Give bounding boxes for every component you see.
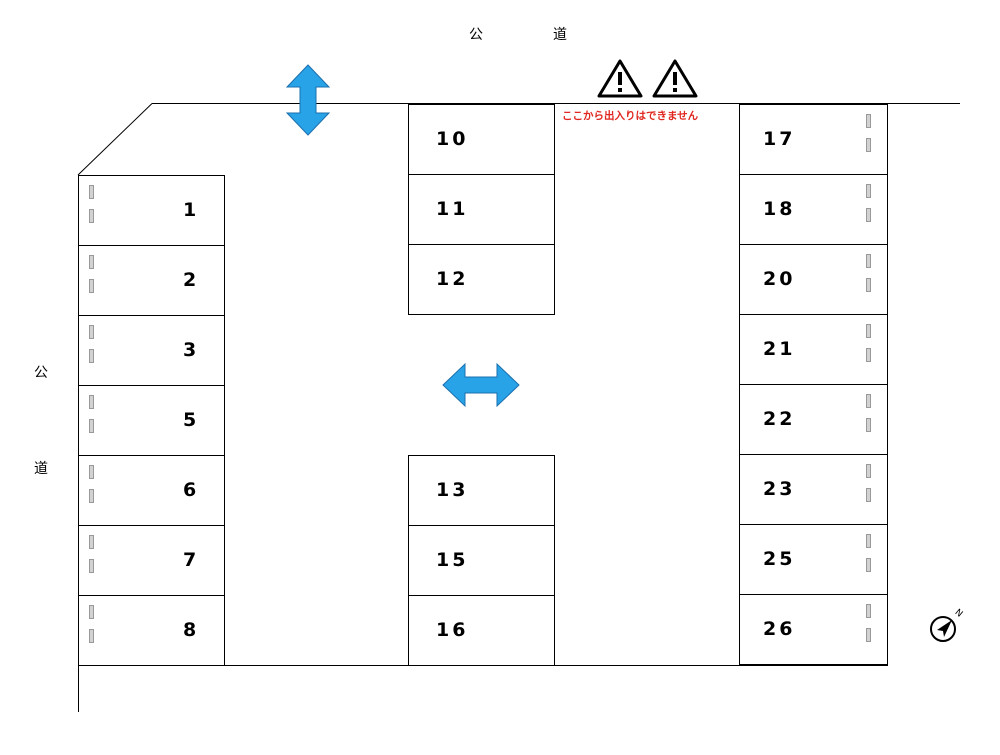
parking-space: 7 (78, 525, 225, 596)
wheel-stop (89, 325, 94, 339)
road-label-left-2: 道 (34, 461, 48, 477)
wheel-stop (866, 184, 871, 198)
wheel-stop (866, 628, 871, 642)
parking-space: 5 (78, 385, 225, 456)
parking-space: 17 (739, 104, 888, 175)
wheel-stop (89, 605, 94, 619)
warning-icon (597, 59, 643, 98)
wheel-stop (866, 418, 871, 432)
wheel-stop (89, 279, 94, 293)
road-label-left-1: 公 (34, 365, 48, 381)
compass-icon: N (930, 608, 965, 642)
parking-space: 11 (408, 174, 555, 245)
traffic-horizontal-arrow-icon (442, 362, 520, 408)
parking-space-number: 5 (183, 408, 200, 431)
parking-space-number: 1 (183, 198, 200, 221)
wheel-stop (866, 488, 871, 502)
wheel-stop (866, 534, 871, 548)
wheel-stop (866, 558, 871, 572)
parking-space: 8 (78, 595, 225, 666)
wheel-stop (89, 629, 94, 643)
parking-space: 16 (408, 595, 555, 666)
wheel-stop (89, 465, 94, 479)
wheel-stop (89, 255, 94, 269)
compass-north-label: N (953, 608, 965, 620)
parking-space: 3 (78, 315, 225, 386)
parking-space-number: 8 (183, 618, 200, 641)
parking-space-number: 13 (436, 478, 469, 501)
wheel-stop (89, 419, 94, 433)
entrance-vertical-arrow-icon (285, 64, 331, 136)
parking-space-number: 25 (763, 547, 796, 570)
parking-space: 2 (78, 245, 225, 316)
parking-space: 18 (739, 174, 888, 245)
parking-space-number: 6 (183, 478, 200, 501)
parking-space-number: 22 (763, 407, 796, 430)
parking-space-number: 10 (436, 127, 469, 150)
wheel-stop (866, 394, 871, 408)
parking-space-number: 11 (436, 197, 469, 220)
parking-space: 10 (408, 104, 555, 175)
parking-space-number: 2 (183, 268, 200, 291)
parking-space-number: 16 (436, 618, 469, 641)
road-label-top-2: 道 (553, 27, 567, 43)
parking-space-number: 7 (183, 548, 200, 571)
parking-space: 26 (739, 594, 888, 665)
parking-space-number: 17 (763, 127, 796, 150)
warning-icon (652, 59, 698, 98)
wheel-stop (89, 535, 94, 549)
parking-space: 15 (408, 525, 555, 596)
wheel-stop (866, 208, 871, 222)
parking-space: 23 (739, 454, 888, 525)
wheel-stop (89, 395, 94, 409)
parking-space: 1 (78, 175, 225, 246)
wheel-stop (89, 489, 94, 503)
parking-space-number: 20 (763, 267, 796, 290)
wheel-stop (866, 348, 871, 362)
parking-space: 25 (739, 524, 888, 595)
wheel-stop (866, 604, 871, 618)
parking-space-number: 23 (763, 477, 796, 500)
parking-space-number: 26 (763, 617, 796, 640)
parking-space-number: 3 (183, 338, 200, 361)
parking-space: 13 (408, 455, 555, 526)
wheel-stop (866, 464, 871, 478)
parking-space: 6 (78, 455, 225, 526)
wheel-stop (89, 349, 94, 363)
wheel-stop (89, 185, 94, 199)
wheel-stop (89, 559, 94, 573)
parking-space-number: 12 (436, 267, 469, 290)
no-entry-warning-text: ここから出入りはできません (562, 110, 699, 122)
wheel-stop (866, 278, 871, 292)
parking-space-number: 21 (763, 337, 796, 360)
wheel-stop (866, 254, 871, 268)
wheel-stop (866, 138, 871, 152)
parking-space-number: 18 (763, 197, 796, 220)
road-label-top-1: 公 (469, 27, 483, 43)
parking-space: 20 (739, 244, 888, 315)
wheel-stop (89, 209, 94, 223)
parking-space-number: 15 (436, 548, 469, 571)
wheel-stop (866, 324, 871, 338)
parking-space: 22 (739, 384, 888, 455)
parking-space: 21 (739, 314, 888, 385)
parking-space: 12 (408, 244, 555, 315)
wheel-stop (866, 114, 871, 128)
